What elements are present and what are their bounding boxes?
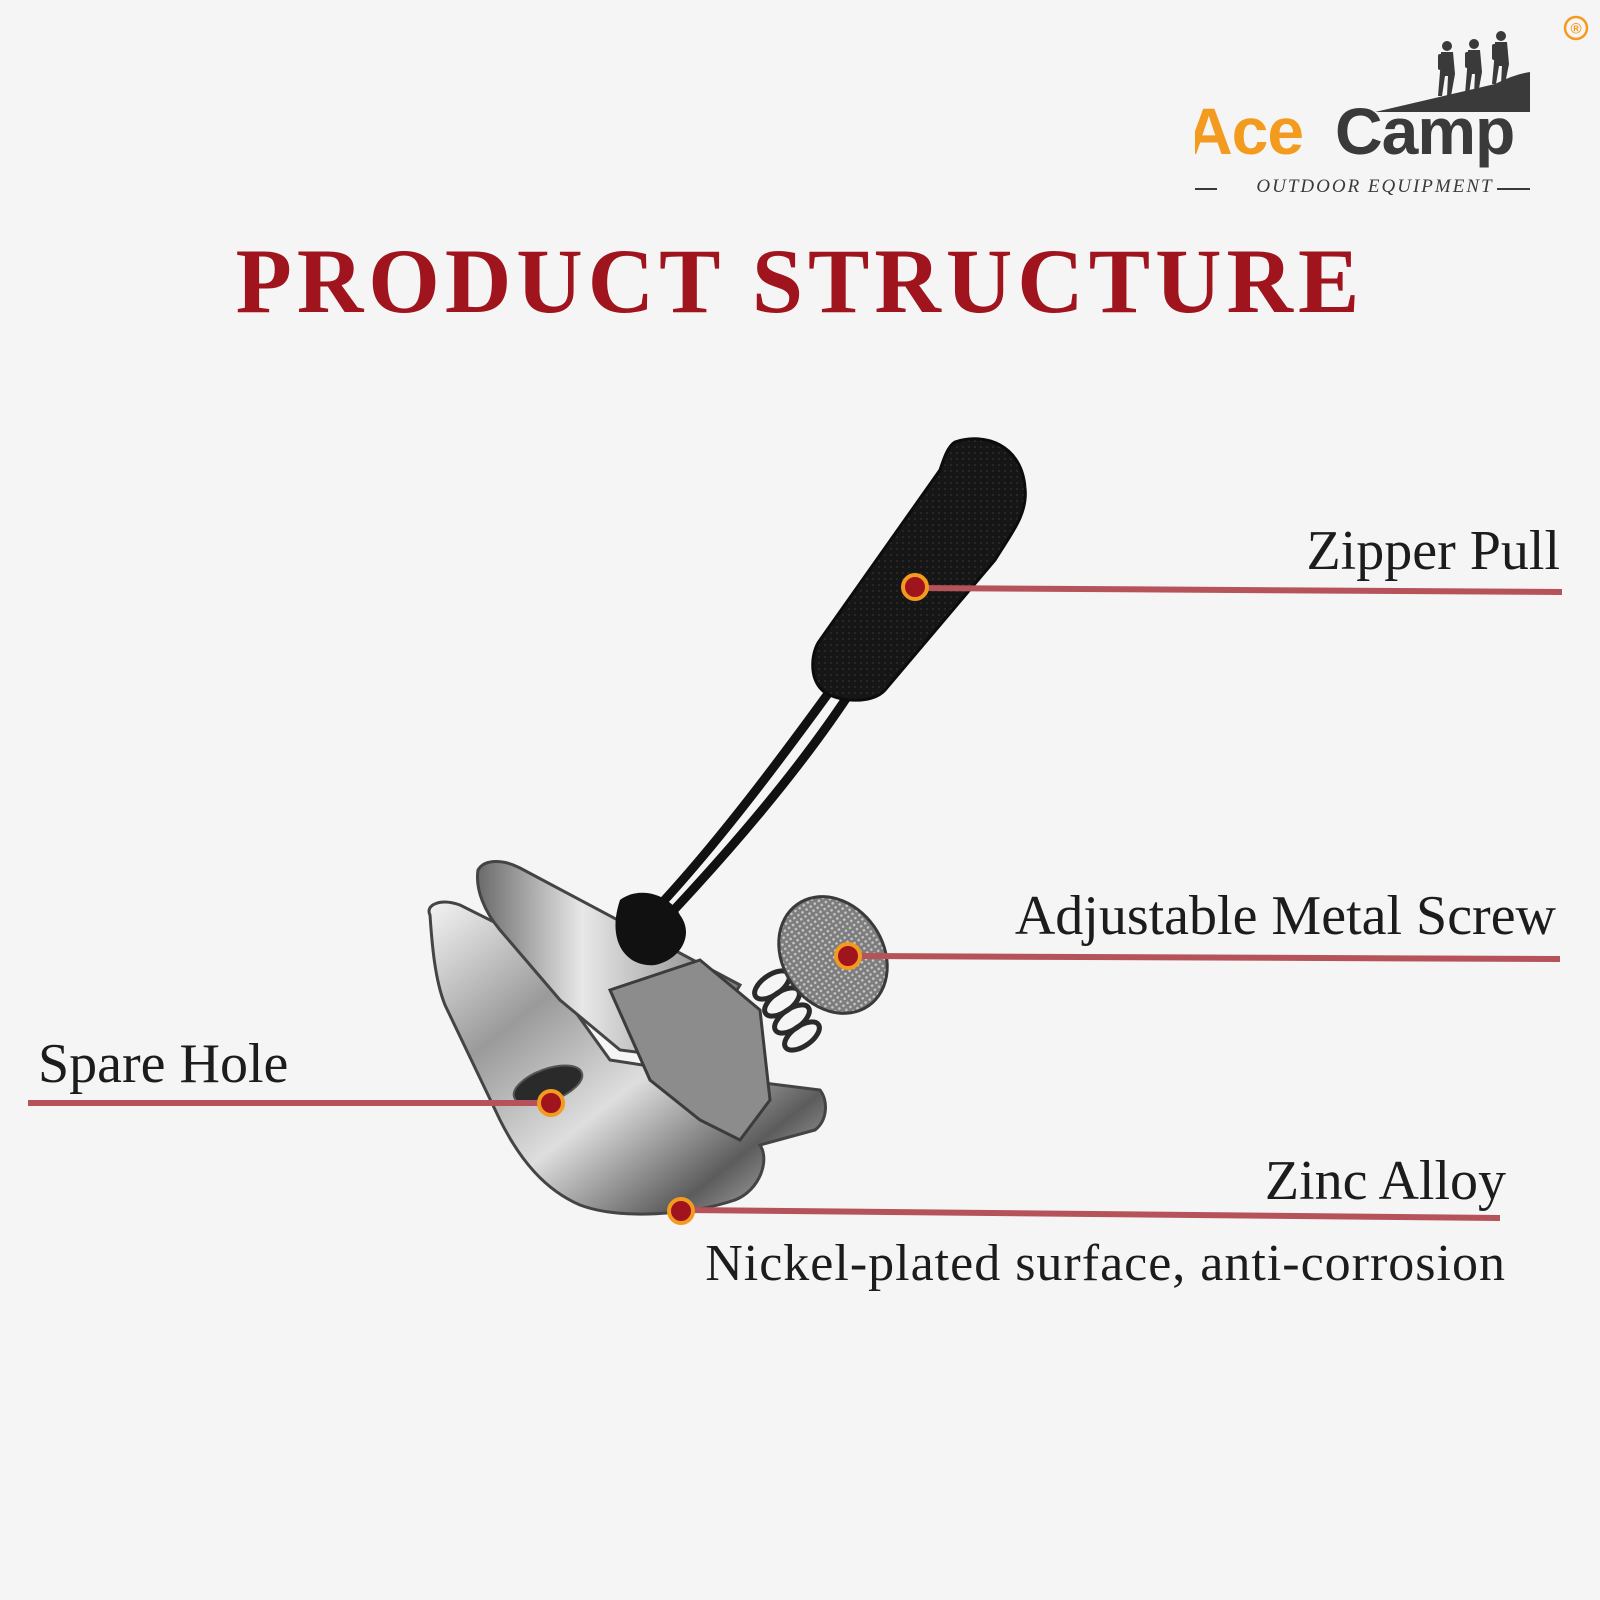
screw-knob	[777, 895, 889, 1015]
callout-dot-screw	[834, 942, 862, 970]
callout-dot-zinc-alloy	[667, 1197, 695, 1225]
label-surface-description: Nickel-plated surface, anti-corrosion	[705, 1235, 1506, 1292]
adjustable-screw	[752, 895, 889, 1053]
callout-dot-zipper-pull	[901, 573, 929, 601]
zipper-pull-tab	[811, 437, 1027, 702]
slider-body	[427, 860, 827, 1216]
brand-name-camp: Camp	[1335, 94, 1514, 168]
callout-dots	[537, 573, 929, 1225]
hikers-icon	[1438, 31, 1509, 96]
brand-tagline: OUTDOOR EQUIPMENT	[1256, 176, 1494, 197]
zipper-cord	[655, 675, 860, 917]
acecamp-logo: ® Ace Camp OUTDOOR EQUIPMENT	[1195, 14, 1595, 204]
mountain-icon	[1375, 72, 1530, 112]
page-title: PRODUCT STRUCTURE	[235, 230, 1365, 332]
screw-spring	[752, 968, 822, 1053]
logo-graphic: ® Ace Camp	[1195, 15, 1589, 190]
callout-line-zipper-pull	[914, 585, 1563, 595]
registered-mark: ®	[1570, 21, 1581, 38]
callout-line-zinc-alloy	[684, 1207, 1501, 1221]
label-zinc-alloy: Zinc Alloy	[1264, 1150, 1506, 1212]
label-zipper-pull: Zipper Pull	[1306, 520, 1560, 582]
label-adjustable-metal-screw: Adjustable Metal Screw	[1014, 885, 1556, 947]
label-spare-hole: Spare Hole	[38, 1033, 289, 1095]
registered-mark-icon	[1563, 15, 1589, 41]
callout-line-screw	[847, 953, 1561, 962]
brand-name-ace: Ace	[1195, 94, 1303, 168]
callout-dot-spare-hole	[537, 1089, 565, 1117]
cord-knot	[615, 892, 686, 966]
callout-lines	[28, 585, 1563, 1221]
